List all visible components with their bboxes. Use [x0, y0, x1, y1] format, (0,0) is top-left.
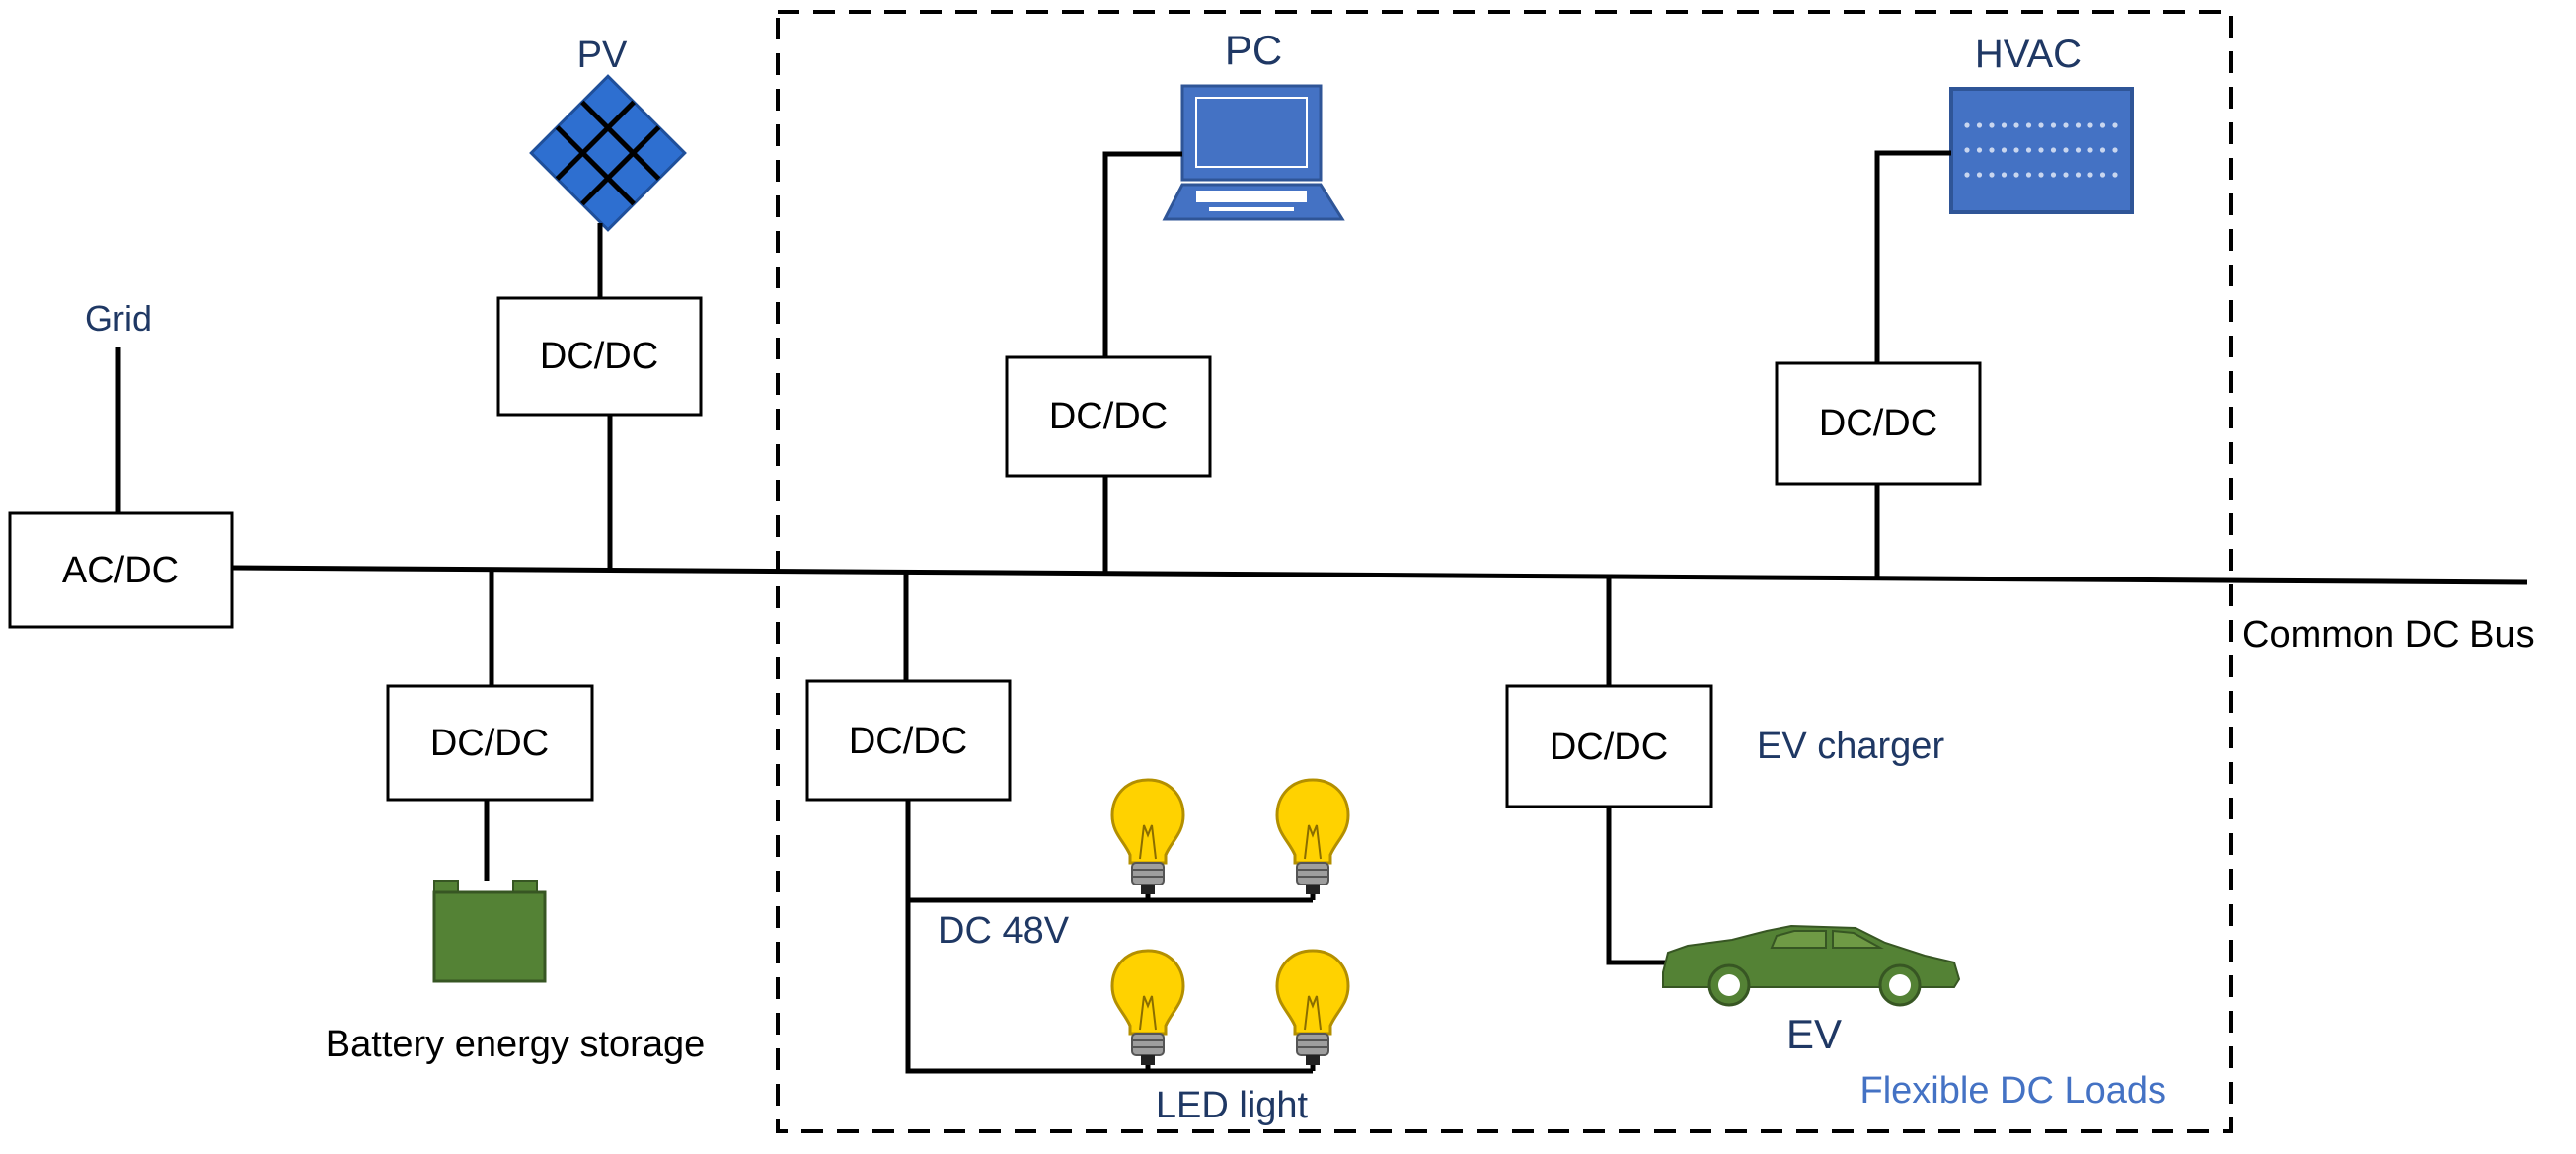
electric-car-icon	[1662, 924, 1961, 1007]
light-bulb-icon	[1110, 949, 1185, 1071]
led-light-label: LED light	[1156, 1085, 1309, 1126]
battery-dcdc-converter: DC/DC	[386, 684, 594, 802]
dc48v-label: DC 48V	[938, 910, 1070, 952]
light-bulb-icon	[1110, 778, 1185, 900]
pv-label: PV	[577, 35, 628, 76]
battery-label: Battery energy storage	[326, 1024, 705, 1065]
svg-text:DC/DC: DC/DC	[849, 721, 967, 762]
svg-text:DC/DC: DC/DC	[1550, 727, 1668, 768]
led-dcdc-converter: DC/DC	[805, 679, 1012, 802]
led-wire-main	[905, 800, 1313, 1074]
svg-text:DC/DC: DC/DC	[1819, 403, 1937, 444]
hvac-wire-top	[1874, 150, 1951, 363]
hvac-unit-icon	[1949, 87, 2134, 214]
light-bulb-icon	[1275, 949, 1350, 1071]
pc-dcdc-converter: DC/DC	[1005, 355, 1212, 478]
laptop-icon	[1162, 84, 1345, 221]
svg-text:DC/DC: DC/DC	[540, 336, 658, 377]
acdc-converter: AC/DC	[8, 511, 234, 629]
pc-wire-top	[1102, 151, 1182, 357]
flexible-dc-loads-label: Flexible DC Loads	[1860, 1070, 2166, 1112]
pc-label: PC	[1225, 27, 1282, 73]
ev-dcdc-converter: DC/DC	[1505, 684, 1713, 808]
solar-panel-icon	[529, 74, 687, 232]
light-bulb-icon	[1275, 778, 1350, 900]
ev-charger-label: EV charger	[1757, 726, 1944, 767]
hvac-label: HVAC	[1975, 33, 2082, 76]
hvac-dcdc-converter: DC/DC	[1775, 361, 1982, 486]
svg-text:AC/DC: AC/DC	[62, 550, 179, 591]
ev-wire-bottom	[1606, 807, 1678, 965]
battery-icon	[432, 880, 547, 983]
svg-text:DC/DC: DC/DC	[430, 723, 549, 764]
common-dc-bus-line	[231, 565, 2528, 585]
pv-dcdc-converter: DC/DC	[496, 296, 703, 417]
common-dc-bus-label: Common DC Bus	[2242, 614, 2535, 655]
grid-label: Grid	[85, 298, 152, 339]
svg-text:DC/DC: DC/DC	[1049, 396, 1168, 437]
ev-label: EV	[1786, 1011, 1842, 1057]
